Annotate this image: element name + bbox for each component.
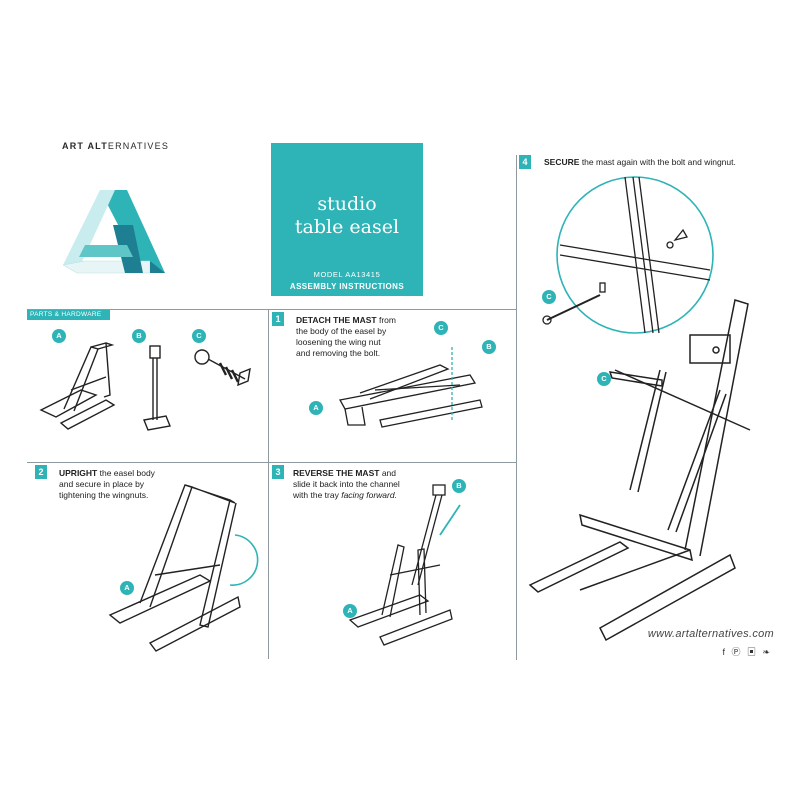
model-number: MODEL AA13415 bbox=[313, 270, 381, 279]
step-1-text: DETACH THE MAST from the body of the eas… bbox=[296, 315, 396, 358]
step-4-badge-c-detail: C bbox=[542, 290, 556, 304]
divider-center bbox=[268, 309, 269, 659]
part-c-bolt-wingnut-illustration bbox=[194, 349, 251, 387]
part-b-mast-illustration bbox=[143, 345, 171, 431]
website-url[interactable]: www.artalternatives.com bbox=[647, 628, 774, 640]
part-a-easel-body-illustration bbox=[39, 342, 116, 430]
step-3-badge-b: B bbox=[452, 479, 466, 493]
product-title-line1: studio bbox=[317, 193, 377, 215]
divider-right bbox=[516, 155, 517, 660]
step-3-text: REVERSE THE MAST and slide it back into … bbox=[293, 468, 400, 500]
step-2-text: UPRIGHT the easel body and secure in pla… bbox=[59, 468, 155, 500]
step-2-upright-illustration bbox=[108, 484, 259, 652]
step-4-number: 4 bbox=[519, 155, 531, 169]
step-4-text: SECURE the mast again with the bolt and … bbox=[544, 157, 736, 167]
step-1-badge-c: C bbox=[434, 321, 448, 335]
step-4-detail-circle-illustration bbox=[542, 176, 714, 334]
title-panel: studio table easel MODEL AA13415 ASSEMBL… bbox=[271, 143, 423, 296]
product-title-line2: table easel bbox=[294, 216, 400, 238]
part-b-badge: B bbox=[132, 329, 146, 343]
step-1-badge-a: A bbox=[309, 401, 323, 415]
divider-middle bbox=[27, 462, 517, 463]
social-icons[interactable]: f Ⓟ ▣ ❧ bbox=[722, 647, 772, 657]
step-1-badge-b: B bbox=[482, 340, 496, 354]
step-4-badge-c: C bbox=[597, 372, 611, 386]
step-1-detach-illustration bbox=[338, 347, 483, 428]
step-3-badge-a: A bbox=[343, 604, 357, 618]
brand-name: ART ALTERNATIVES bbox=[62, 141, 170, 151]
step-3-reverse-mast-illustration bbox=[348, 484, 461, 646]
step-2-number: 2 bbox=[35, 465, 47, 479]
step-1-number: 1 bbox=[272, 312, 284, 326]
assembly-subtitle: ASSEMBLY INSTRUCTIONS bbox=[289, 282, 405, 291]
parts-hardware-tag: PARTS & HARDWARE bbox=[27, 310, 110, 320]
part-a-badge: A bbox=[52, 329, 66, 343]
brand-logo bbox=[62, 190, 165, 274]
part-c-badge: C bbox=[192, 329, 206, 343]
divider-top bbox=[27, 309, 517, 310]
step-2-badge-a: A bbox=[120, 581, 134, 595]
step-3-number: 3 bbox=[272, 465, 284, 479]
step-4-easel-illustration bbox=[528, 299, 751, 642]
